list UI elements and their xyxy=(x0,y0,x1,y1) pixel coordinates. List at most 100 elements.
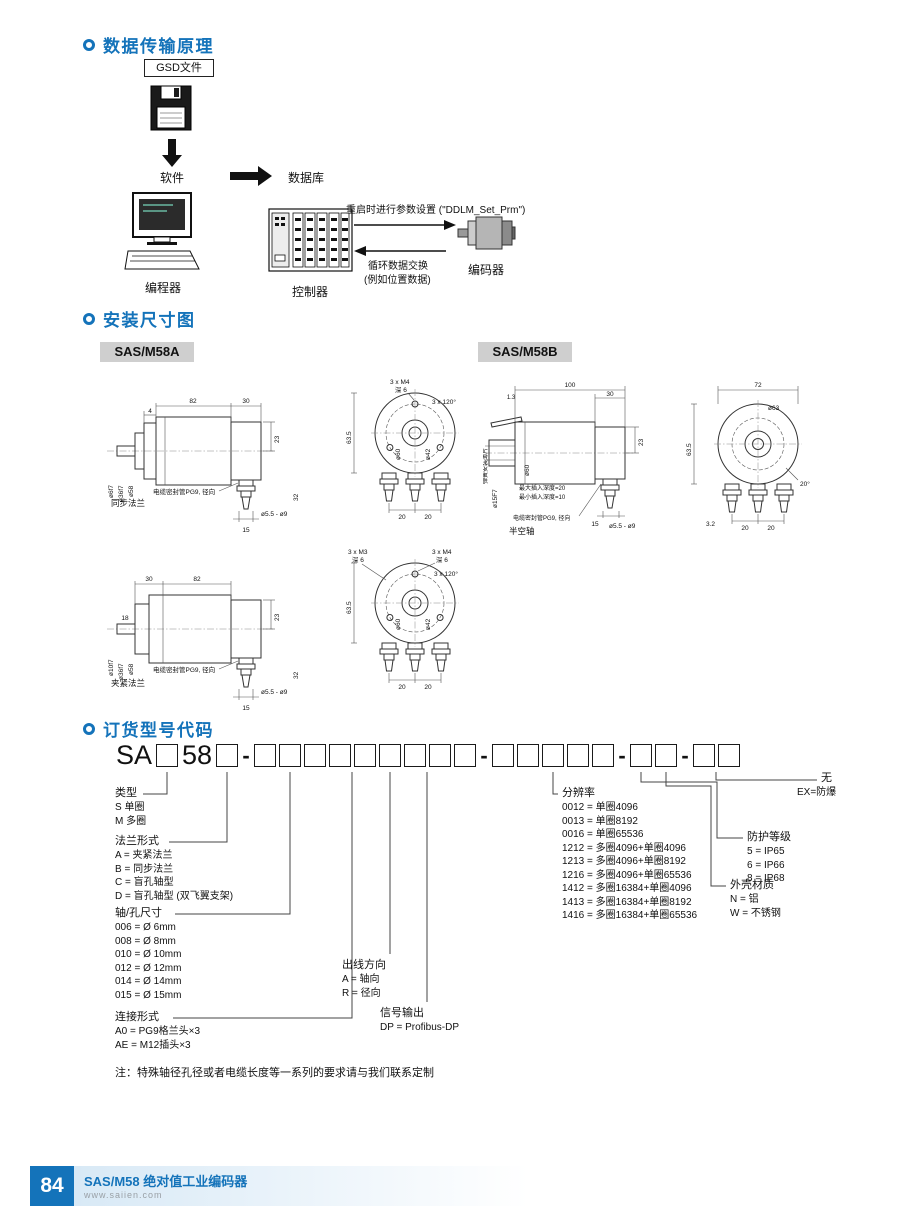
footer-url: www.saiien.com xyxy=(84,1190,163,1200)
code-box-group-ex xyxy=(693,744,740,767)
code-box xyxy=(492,744,514,767)
dim-label: 15 xyxy=(591,521,599,528)
dim-label: ø5.5 - ø9 xyxy=(261,689,288,696)
option-item: C = 盲孔轴型 xyxy=(115,877,174,888)
model-tag-m58b: SAS/M58B xyxy=(478,342,572,362)
dim-label: 电缆密封管PG9, 径向 xyxy=(513,514,570,522)
dim-label: 3 x M4 xyxy=(432,549,452,556)
option-item: A = 轴向 xyxy=(342,974,380,985)
block-items: A = 轴向 R = 径向 xyxy=(342,973,386,1000)
dim-label: 23 xyxy=(274,435,281,443)
block-title: 连接形式 xyxy=(115,1011,159,1023)
block-title: 分辨率 xyxy=(562,787,595,799)
arrow-cyclic-head-icon xyxy=(354,246,366,256)
dim-label: 63.5 xyxy=(346,601,353,614)
plc-controller-icon xyxy=(268,208,353,272)
code-box xyxy=(354,744,376,767)
block-title: 类型 xyxy=(115,787,137,799)
arrow-param-head-icon xyxy=(444,220,456,230)
programmer-label: 编程器 xyxy=(144,281,181,295)
arrow-right-icon xyxy=(230,166,272,186)
section-title: 安装尺寸图 xyxy=(103,311,196,330)
code-box-group-resolution xyxy=(492,744,614,767)
dim-label: 弹簧安装薄片 xyxy=(483,448,489,484)
dim-label: ø6f7 xyxy=(108,485,115,498)
dim-label: 电缆密封管PG9, 径向 xyxy=(153,665,215,674)
drawing-m58b-front: 72 63.5 ø63 20° 20 20 3.2 xyxy=(686,382,810,532)
option-item: 1416 = 多圈16384+单圈65536 xyxy=(562,910,698,921)
ordering-note: 注：特殊轴径孔径或者电缆长度等一系列的要求请与我们联系定制 xyxy=(115,1067,434,1079)
option-item: 6 = IP66 xyxy=(747,859,785,871)
software-label: 软件 xyxy=(159,171,184,185)
dim-label: 23 xyxy=(274,613,281,621)
option-item: 1413 = 多圈16384+单圈8192 xyxy=(562,896,692,908)
dim-label: 72 xyxy=(754,382,762,389)
dim-label: ø63 xyxy=(768,405,780,412)
dim-label: 电缆密封管PG9, 径向 xyxy=(153,487,215,496)
dim-label: 最大插入深度=20 xyxy=(519,484,566,492)
encoder-icon xyxy=(457,216,516,250)
section-header-dimensions: 安装尺寸图 xyxy=(83,306,196,331)
block-title: 法兰形式 xyxy=(115,835,159,847)
option-item: M 多圈 xyxy=(115,815,147,827)
code-box xyxy=(592,744,614,767)
dim-label: 15 xyxy=(242,705,250,712)
option-item: A = 夹紧法兰 xyxy=(115,850,173,861)
code-box xyxy=(454,744,476,767)
code-box xyxy=(429,744,451,767)
dim-label: 20 xyxy=(398,514,406,521)
dim-label: 深 6 xyxy=(436,555,448,564)
dim-label: ø58 xyxy=(128,485,135,497)
dim-label: ø60 xyxy=(524,464,531,476)
dim-label: ø15F7 xyxy=(492,489,499,508)
ordering-block-type: 类型 S 单圈 M 多圈 xyxy=(115,786,146,828)
dim-label: 63.5 xyxy=(346,431,353,444)
option-item: R = 径向 xyxy=(342,987,381,999)
block-title: 信号输出 xyxy=(380,1007,424,1019)
encoder-label: 编码器 xyxy=(467,263,504,277)
drawing-m58b-side: 100 1.3 30 23 ø15F7 ø60 弹簧安装薄片 最大插入深度=20… xyxy=(483,382,645,536)
dim-label: 32 xyxy=(293,671,300,679)
dim-label: 3 x 120° xyxy=(434,570,458,578)
diagram-arrows xyxy=(162,139,456,256)
option-item: S 单圈 xyxy=(115,802,145,813)
dim-label: ø5.5 - ø9 xyxy=(261,511,288,518)
code-dash: - xyxy=(681,743,689,768)
option-item: DP = Profibus-DP xyxy=(380,1022,460,1033)
option-item: D = 盲孔轴型 (双飞翼支架) xyxy=(115,890,234,902)
option-item: 8 = IP68 xyxy=(747,873,785,884)
dim-label: 20° xyxy=(800,480,810,488)
dim-label: 20 xyxy=(424,514,432,521)
dim-label: ø42 xyxy=(425,448,432,460)
code-box xyxy=(279,744,301,767)
dim-label: ø60 xyxy=(395,448,402,460)
code-box xyxy=(542,744,564,767)
dim-label: 最小插入深度=10 xyxy=(519,493,566,501)
section-title: 数据传输原理 xyxy=(103,37,214,56)
code-box xyxy=(404,744,426,767)
cyclic-note-1: 循环数据交换 xyxy=(368,261,428,272)
dim-label: 3 x 120° xyxy=(432,398,456,406)
option-item: 014 = Ø 14mm xyxy=(115,976,182,987)
database-label: 数据库 xyxy=(287,171,324,185)
dim-label: 30 xyxy=(145,576,153,583)
code-prefix: SA xyxy=(115,740,153,770)
dim-label: 20 xyxy=(424,684,432,691)
block-title: 轴/孔尺寸 xyxy=(115,907,163,919)
option-item: W = 不锈钢 xyxy=(730,907,781,919)
dim-label: ø36f7 xyxy=(118,485,125,502)
option-item: EX=防爆 xyxy=(797,787,837,798)
data-transmission-diagram: GSD文件 软件 数据库 编程器 xyxy=(100,55,660,315)
dim-label: 100 xyxy=(565,382,576,389)
code-box xyxy=(718,744,740,767)
